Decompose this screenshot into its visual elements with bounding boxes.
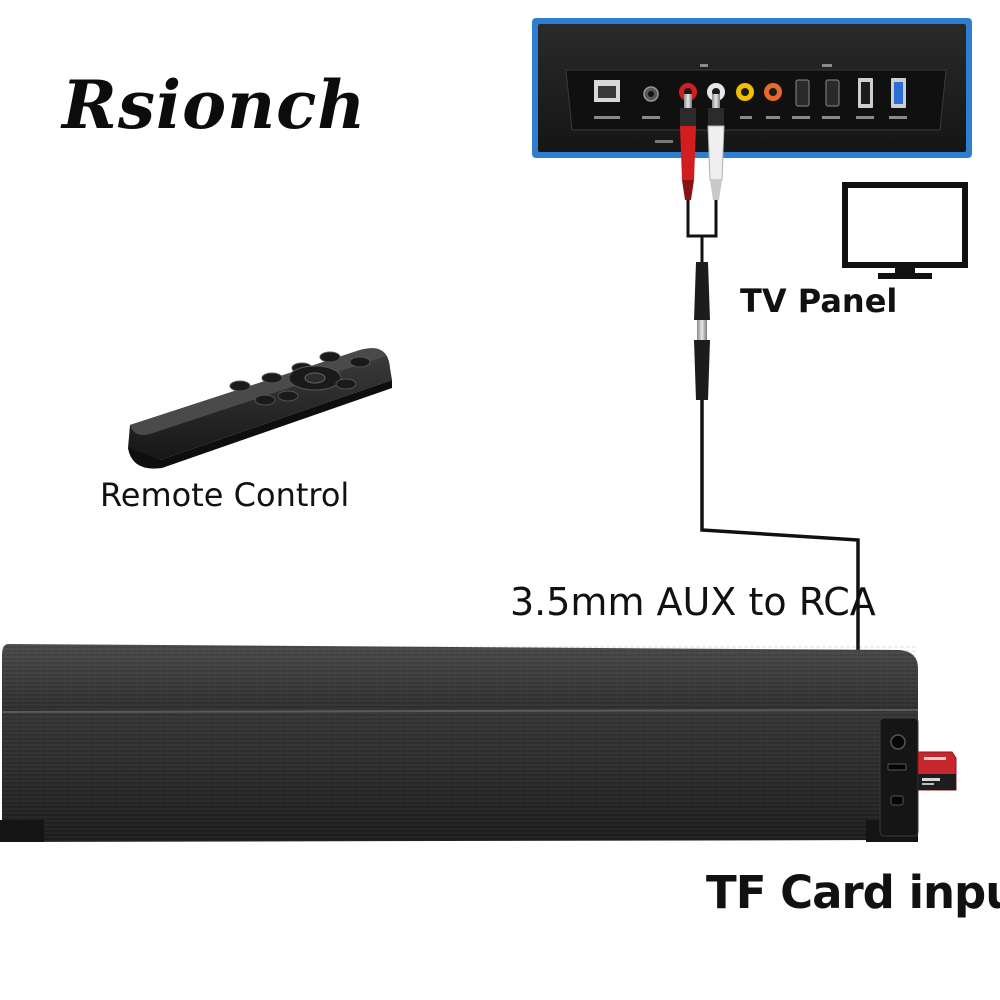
cable-label: 3.5mm AUX to RCA <box>510 580 876 624</box>
usb3-port <box>891 78 906 108</box>
aux-in-port <box>890 734 906 750</box>
brand-logo: Rsionch <box>62 66 367 144</box>
remote-control-icon <box>128 348 392 469</box>
rca-port-yellow <box>736 83 754 101</box>
rca-port-orange <box>764 83 782 101</box>
tf-card-slot <box>887 763 907 771</box>
usb-port <box>890 795 904 806</box>
tv-panel-label: TV Panel <box>740 282 898 320</box>
ethernet-port <box>594 80 620 102</box>
rca-plug-white <box>707 94 725 200</box>
tf-card-label: TF Card input <box>706 866 1000 919</box>
usb-port <box>858 78 873 108</box>
aux-joint <box>694 262 710 400</box>
soundbar-side-panel <box>879 717 919 837</box>
tv-port-panel <box>532 18 972 158</box>
monitor-icon <box>842 182 968 279</box>
rca-plug-red <box>680 94 696 200</box>
port-caption-marks <box>594 64 907 119</box>
hdmi-port <box>825 79 840 107</box>
soundbar-device <box>0 644 957 842</box>
port-recess <box>565 69 947 131</box>
remote-control-label: Remote Control <box>100 476 350 514</box>
hdmi-port <box>795 79 810 107</box>
sd-card-icon <box>917 751 957 791</box>
